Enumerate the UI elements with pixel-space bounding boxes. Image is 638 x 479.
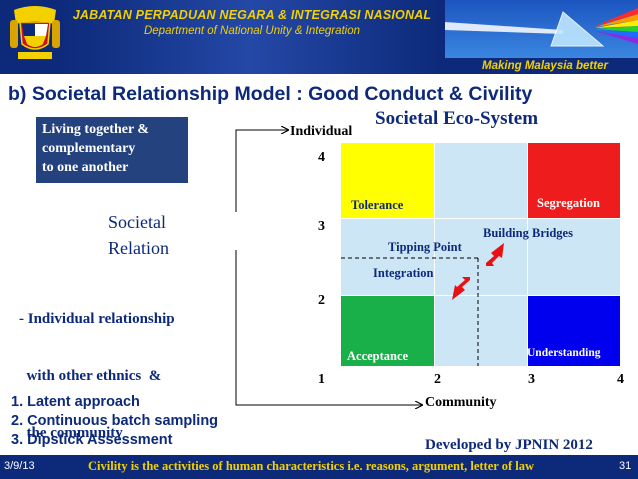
tolerance-label: Tolerance (351, 198, 404, 212)
living-box-line: to one another (42, 160, 129, 175)
y-tick-label: 2 (318, 293, 325, 308)
quadrant-tolerance (341, 143, 434, 218)
quadrant-segregation (527, 143, 620, 218)
segregation-label: Segregation (537, 196, 600, 210)
developed-by-credit: Developed by JPNIN 2012 (425, 437, 593, 453)
connector-arrow-individual (235, 130, 288, 212)
grid-line (434, 143, 435, 366)
living-box-line: Living together & (42, 122, 150, 137)
living-box-line: complementary (42, 141, 136, 156)
coat-of-arms-icon (10, 6, 60, 59)
grid-line (341, 218, 620, 219)
x-tick-label: 2 (434, 372, 441, 387)
approach-item: 3. Dipstick Assessment (11, 432, 173, 448)
header-bar: JABATAN PERPADUAN NEGARA & INTEGRASI NAS… (0, 0, 638, 74)
x-axis-label: Community (425, 395, 497, 410)
tagline: Making Malaysia better (452, 58, 638, 74)
individual-relationship-line: with other ethnics & (19, 368, 162, 384)
header-band (60, 0, 440, 74)
prism-rainbow-graphic (445, 0, 638, 58)
y-tick-label: 3 (318, 219, 325, 234)
organization-name: JABATAN PERPADUAN NEGARA & INTEGRASI NAS… (72, 8, 432, 22)
footer-note: Civility is the activities of human char… (88, 459, 534, 473)
x-tick-label: 4 (617, 372, 624, 387)
societal-eco-system-grid: Tolerance Segregation Acceptance Underst… (341, 143, 620, 366)
approach-list: 1. Latent approach 2. Continuous batch s… (11, 393, 218, 450)
acceptance-label: Acceptance (347, 349, 409, 363)
tipping-point-label: Tipping Point (388, 240, 462, 254)
individual-relationship-line: - Individual relationship (19, 311, 175, 327)
grid-line (341, 295, 620, 296)
slide-number: 31 (619, 460, 632, 472)
building-bridges-label: Building Bridges (483, 226, 573, 240)
organization-name-english: Department of National Unity & Integrati… (143, 25, 361, 37)
societal-relation-line: Relation (108, 238, 169, 258)
individual-relationship-line: the community (19, 425, 123, 441)
slide-title: b) Societal Relationship Model : Good Co… (8, 83, 533, 105)
grid-line (527, 143, 528, 366)
footer-bar: 3/9/13 Civility is the activities of hum… (0, 455, 638, 479)
individual-relationship-text: - Individual relationship with other eth… (19, 272, 175, 462)
understanding-label: Understanding (527, 347, 601, 359)
societal-relation-line: Societal (108, 212, 166, 232)
y-axis-label: Individual (290, 124, 353, 139)
y-tick-label: 4 (318, 150, 325, 165)
slide-date: 3/9/13 (4, 460, 35, 472)
x-tick-label: 3 (528, 372, 535, 387)
quadrant-understanding (527, 295, 620, 366)
living-together-box: Living together & complementary to one a… (36, 117, 188, 183)
approach-item: 2. Continuous batch sampling (11, 413, 219, 429)
integration-label: Integration (373, 266, 434, 280)
approach-item: 1. Latent approach (11, 394, 140, 410)
societal-relation-label: Societal Relation (108, 209, 169, 261)
diagram-title: Societal Eco-System (375, 108, 539, 129)
y-tick-label: 1 (318, 372, 325, 387)
